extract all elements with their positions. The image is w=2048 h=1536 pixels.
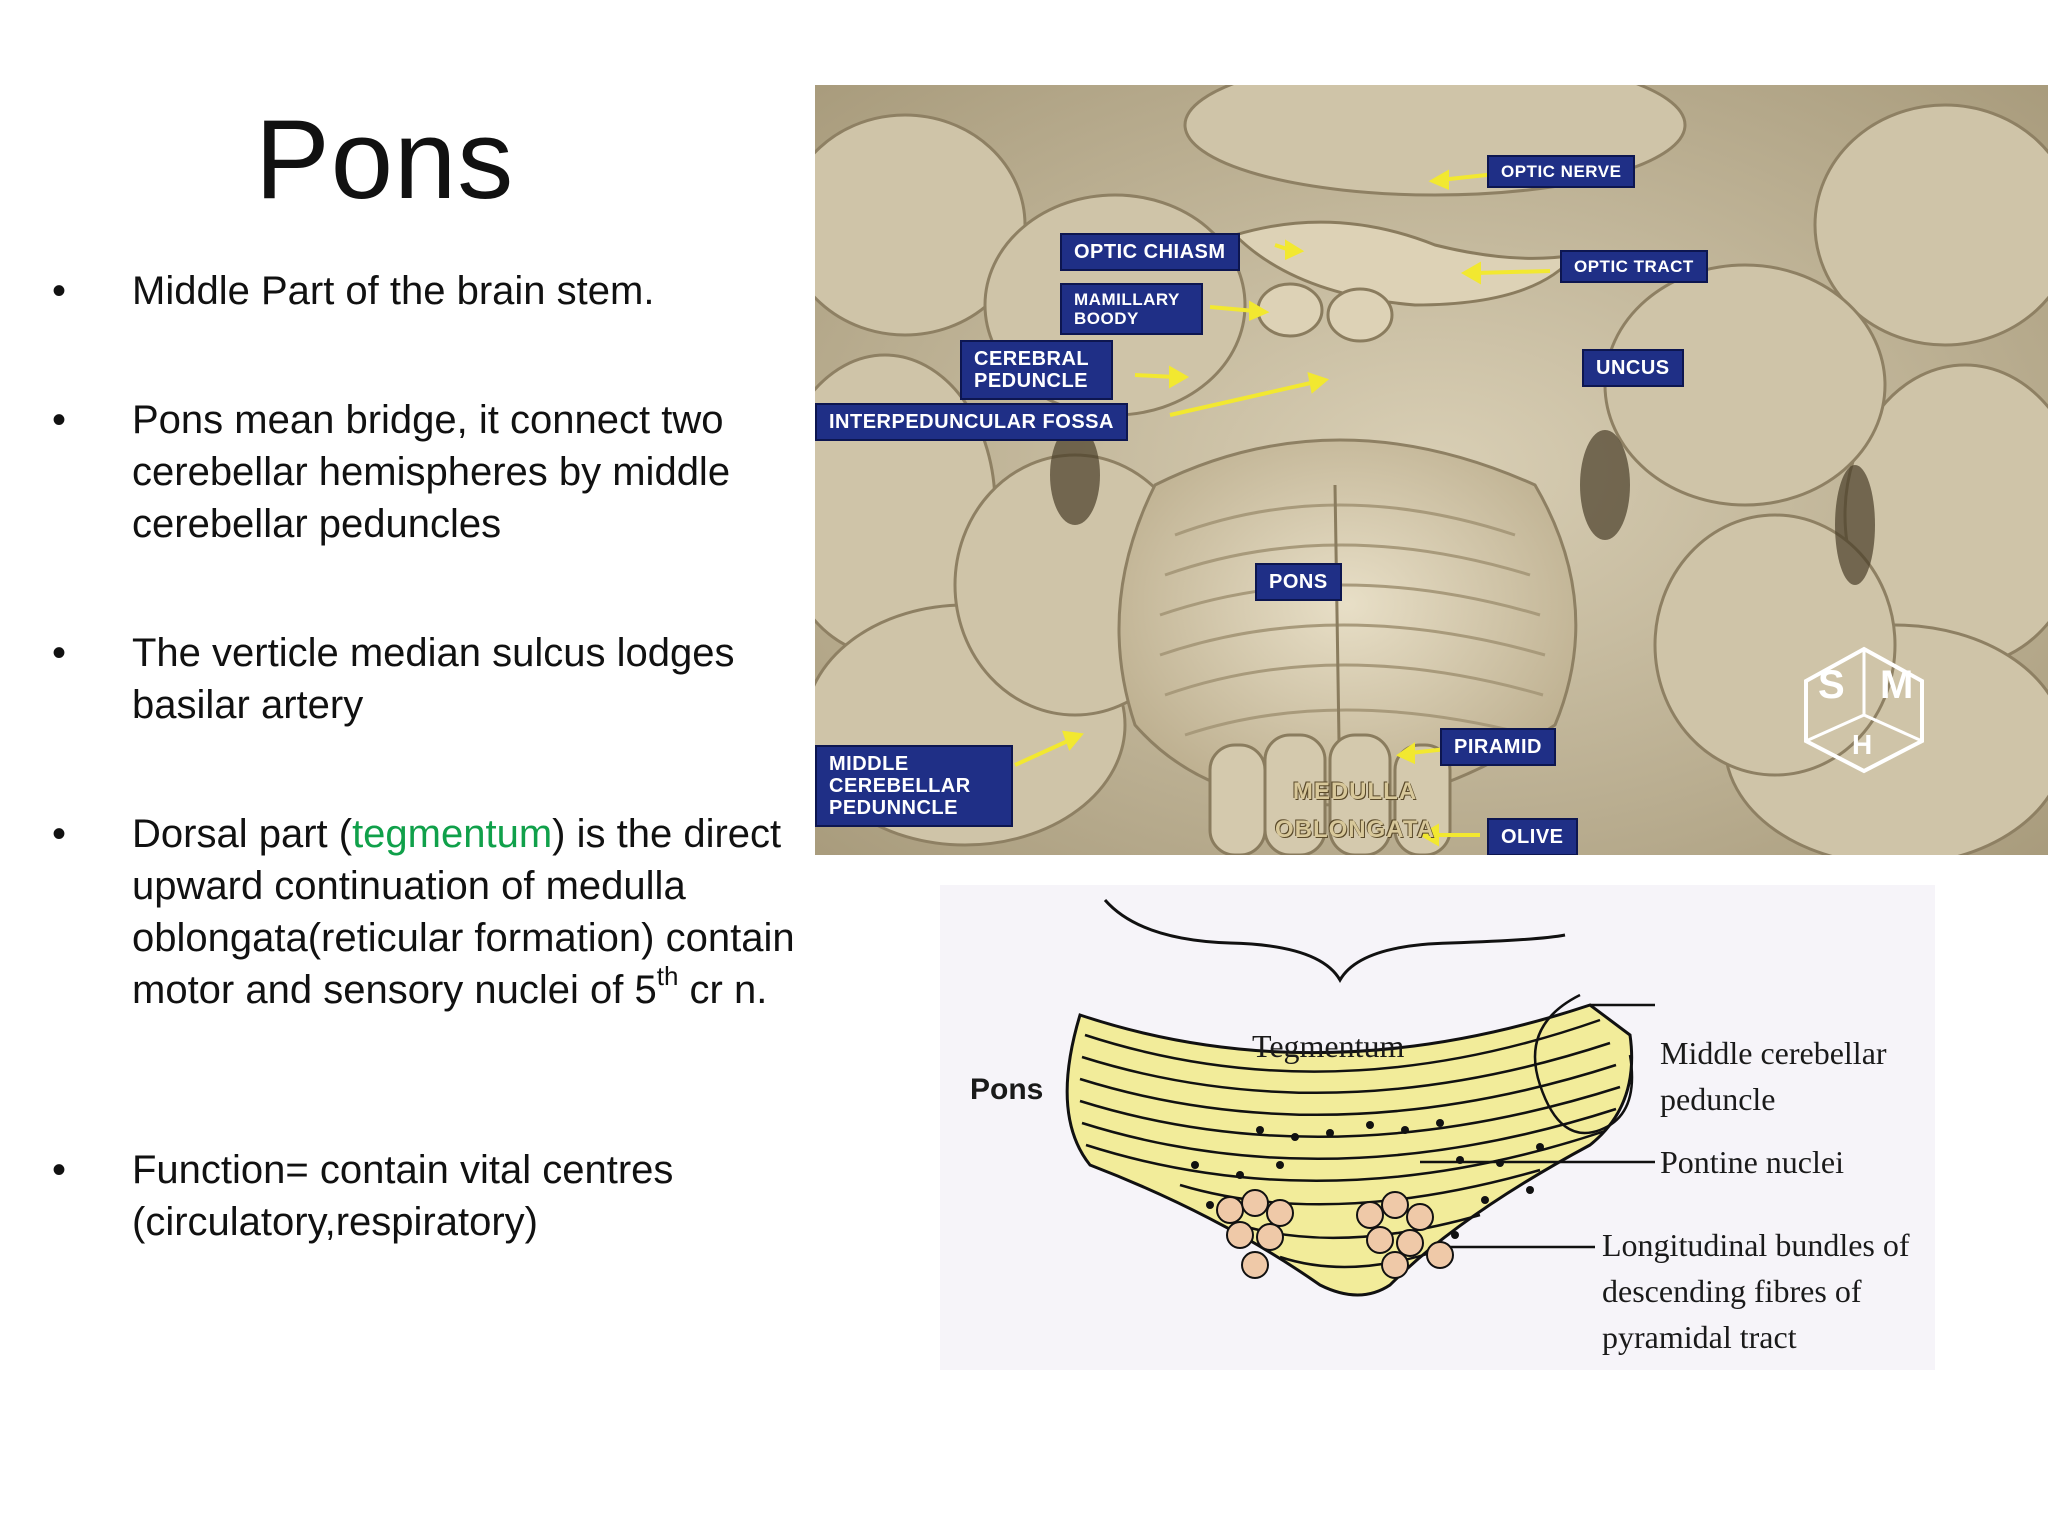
bullet-text: Dorsal part (tegmentum) is the direct up…	[132, 808, 812, 1016]
bullet-marker: •	[52, 812, 67, 856]
bullet-text: Pons mean bridge, it connect two cerebel…	[132, 398, 731, 546]
diagram-label-pontine-nuclei: Pontine nuclei	[1660, 1144, 1844, 1180]
label-optic-tract: OPTIC TRACT	[1560, 250, 1708, 283]
superscript-th: th	[656, 961, 679, 991]
diagram-label-longitudinal-bundles: Longitudinal bundles of descending fibre…	[1602, 1227, 1910, 1355]
bullet-text-middle: ) is the direct upward continuation of m…	[132, 812, 795, 1012]
bullet-text: The verticle median sulcus lodges basila…	[132, 631, 735, 727]
bullet-text-prefix: Dorsal part (	[132, 812, 353, 856]
bullet-marker: •	[52, 269, 67, 313]
pons-diagram: Tegmentum Pons Middle cerebellar peduncl…	[940, 885, 1935, 1370]
label-optic-nerve: OPTIC NERVE	[1487, 155, 1636, 188]
diagram-label-middle-cerebellar-peduncle: Middle cerebellar peduncle	[1660, 1035, 1887, 1117]
logo-letter-s: S	[1818, 663, 1845, 707]
label-mamillary-body: MAMILLARY BOODY	[1060, 283, 1203, 335]
label-olive: OLIVE	[1487, 818, 1578, 855]
label-interpeduncular-fossa: INTERPEDUNCULAR FOSSA	[815, 403, 1128, 441]
label-medulla-oblongata: MEDULLA OBLONGATA	[1274, 778, 1436, 843]
diagram-label-pons: Pons	[970, 1073, 1044, 1106]
bullet-marker: •	[52, 398, 67, 442]
brainstem-photo: OPTIC NERVE OPTIC CHIASM OPTIC TRACT MAM…	[815, 85, 2048, 855]
label-uncus: UNCUS	[1582, 349, 1684, 387]
bullet-text: Middle Part of the brain stem.	[132, 269, 655, 313]
label-pons: PONS	[1255, 563, 1342, 601]
diagram-label-tegmentum: Tegmentum	[1252, 1028, 1405, 1064]
bullet-list: • Middle Part of the brain stem. • Pons …	[0, 0, 800, 1536]
bullet-text: Function= contain vital centres (circula…	[132, 1148, 674, 1244]
bullet-text-suffix: cr n.	[678, 968, 768, 1012]
slide-title: Pons	[255, 97, 515, 222]
tegmentum-highlight: tegmentum	[352, 812, 553, 856]
label-middle-cerebellar-peduncle: MIDDLE CEREBELLAR PEDUNNCLE	[815, 745, 1013, 827]
label-piramid: PIRAMID	[1440, 728, 1556, 766]
logo-letter-h: H	[1852, 729, 1873, 760]
smh-logo-icon	[1804, 646, 1924, 774]
label-optic-chiasm: OPTIC CHIASM	[1060, 233, 1240, 271]
label-cerebral-peduncle: CEREBRAL PEDUNCLE	[960, 340, 1113, 400]
bullet-marker: •	[52, 631, 67, 675]
bullet-marker: •	[52, 1148, 67, 1192]
smh-logo: S M H	[1800, 645, 1928, 775]
pons-diagram-drawing	[1065, 899, 1655, 1297]
logo-letter-m: M	[1880, 663, 1914, 707]
brain-illustration	[815, 85, 2048, 855]
